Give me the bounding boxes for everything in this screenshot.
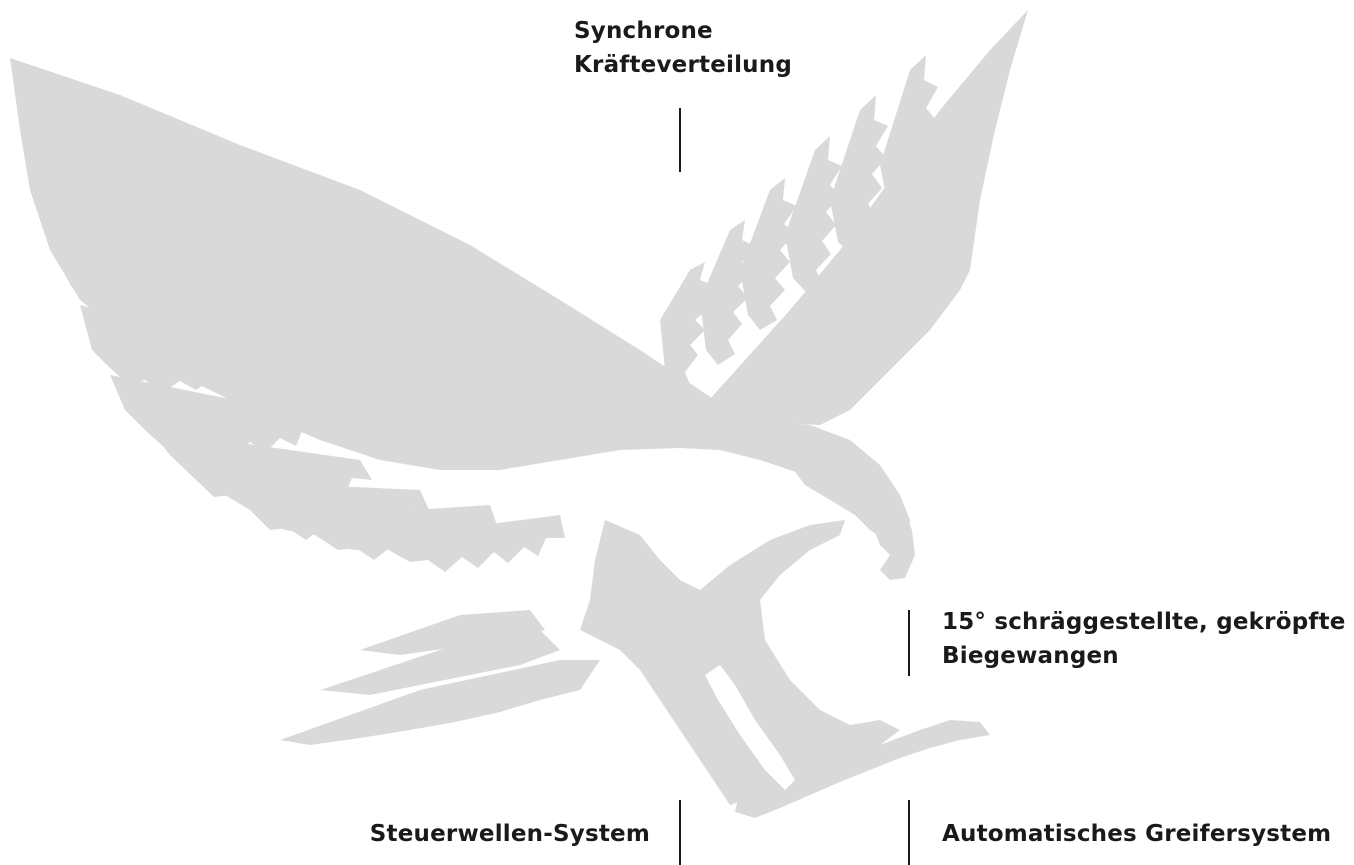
eagle-head-icon (790, 430, 915, 580)
callout-line-greifersystem (908, 800, 910, 865)
label-steuerwellen-text: Steuerwellen-System (360, 817, 650, 851)
callout-line-synchrone (679, 108, 681, 172)
label-synchrone-line1: Synchrone (574, 14, 792, 48)
eagle-body-shapes (10, 10, 1028, 818)
right-wing-feathers-3 (740, 178, 797, 330)
label-synchrone-line2: Kräfteverteilung (574, 48, 792, 82)
label-automatisches-greifersystem: Automatisches Greifersystem (942, 817, 1331, 851)
label-biegewangen-line1: 15° schräggestellte, gekröpfte (942, 605, 1346, 639)
label-biegewangen-line2: Biegewangen (942, 639, 1346, 673)
callout-line-biegewangen (908, 610, 910, 676)
callout-line-steuerwellen (679, 800, 681, 865)
label-biegewangen: 15° schräggestellte, gekröpfte Biegewang… (942, 605, 1346, 673)
label-synchrone-kraefteverteilung: Synchrone Kräfteverteilung (574, 14, 792, 82)
label-steuerwellen-system: Steuerwellen-System (360, 817, 650, 851)
label-greifersystem-text: Automatisches Greifersystem (942, 817, 1331, 851)
